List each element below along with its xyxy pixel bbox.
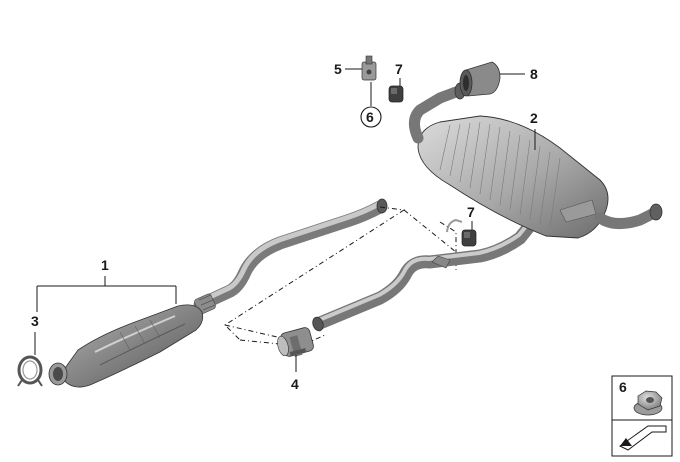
callout-1: 1 xyxy=(36,257,177,312)
front-pipe xyxy=(193,200,387,312)
callout-7-top-label: 7 xyxy=(395,61,403,77)
callout-2-label: 2 xyxy=(530,110,538,126)
callout-3-label: 3 xyxy=(31,313,39,329)
inset-label: 6 xyxy=(619,379,627,395)
inset-nut-panel: 6 xyxy=(611,375,673,457)
rear-muffler xyxy=(409,82,663,239)
intermediate-pipe xyxy=(312,221,535,332)
pipe-clamp xyxy=(277,327,314,357)
front-section-with-catalytic-converter xyxy=(48,198,388,388)
callout-8-label: 8 xyxy=(530,66,538,82)
callout-6-circled-label: 6 xyxy=(366,109,374,125)
callout-4: 4 xyxy=(291,355,299,392)
callout-1-label: 1 xyxy=(101,257,109,273)
callout-4-label: 4 xyxy=(291,376,299,392)
callout-6-circled: 6 xyxy=(360,82,382,128)
callout-5-label: 5 xyxy=(334,61,342,77)
callout-5: 5 xyxy=(334,61,362,77)
callout-2: 2 xyxy=(530,110,538,150)
rubber-mount-top xyxy=(388,85,404,103)
tailpipe-tip xyxy=(459,61,501,97)
callout-8: 8 xyxy=(500,66,538,82)
catalytic-converter xyxy=(59,304,204,388)
callout-7-top: 7 xyxy=(395,61,403,86)
orientation-arrow-icon xyxy=(619,425,667,451)
gasket-ring xyxy=(17,355,43,387)
callout-7-mid: 7 xyxy=(467,204,475,230)
callout-7-mid-label: 7 xyxy=(467,204,475,220)
flange-nut-icon xyxy=(633,390,663,416)
callout-3: 3 xyxy=(31,313,39,355)
rubber-mount-lower xyxy=(446,218,477,247)
front-pipe-end xyxy=(376,198,388,214)
mounting-bracket xyxy=(361,55,377,81)
